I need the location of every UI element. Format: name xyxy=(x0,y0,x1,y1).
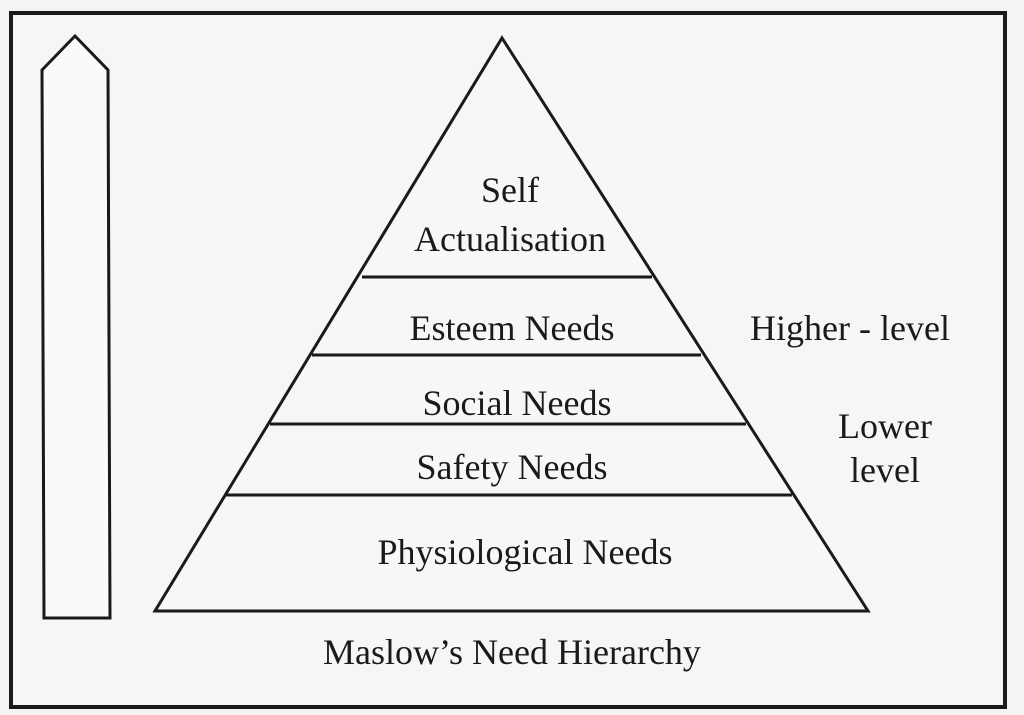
diagram-title: Maslow’s Need Hierarchy xyxy=(323,632,701,672)
level-self-actualisation-line2: Actualisation xyxy=(414,219,606,259)
level-esteem: Esteem Needs xyxy=(410,308,615,348)
label-lower-level-line1: Lower xyxy=(838,406,932,446)
level-safety: Safety Needs xyxy=(417,447,608,487)
pyramid xyxy=(152,35,871,613)
level-social: Social Needs xyxy=(423,383,612,423)
label-higher-level: Higher - level xyxy=(750,308,950,348)
level-physiological: Physiological Needs xyxy=(378,532,673,572)
level-self-actualisation-line1: Self xyxy=(481,170,539,210)
label-lower-level-line2: level xyxy=(850,450,920,490)
upward-arrow xyxy=(40,33,112,620)
